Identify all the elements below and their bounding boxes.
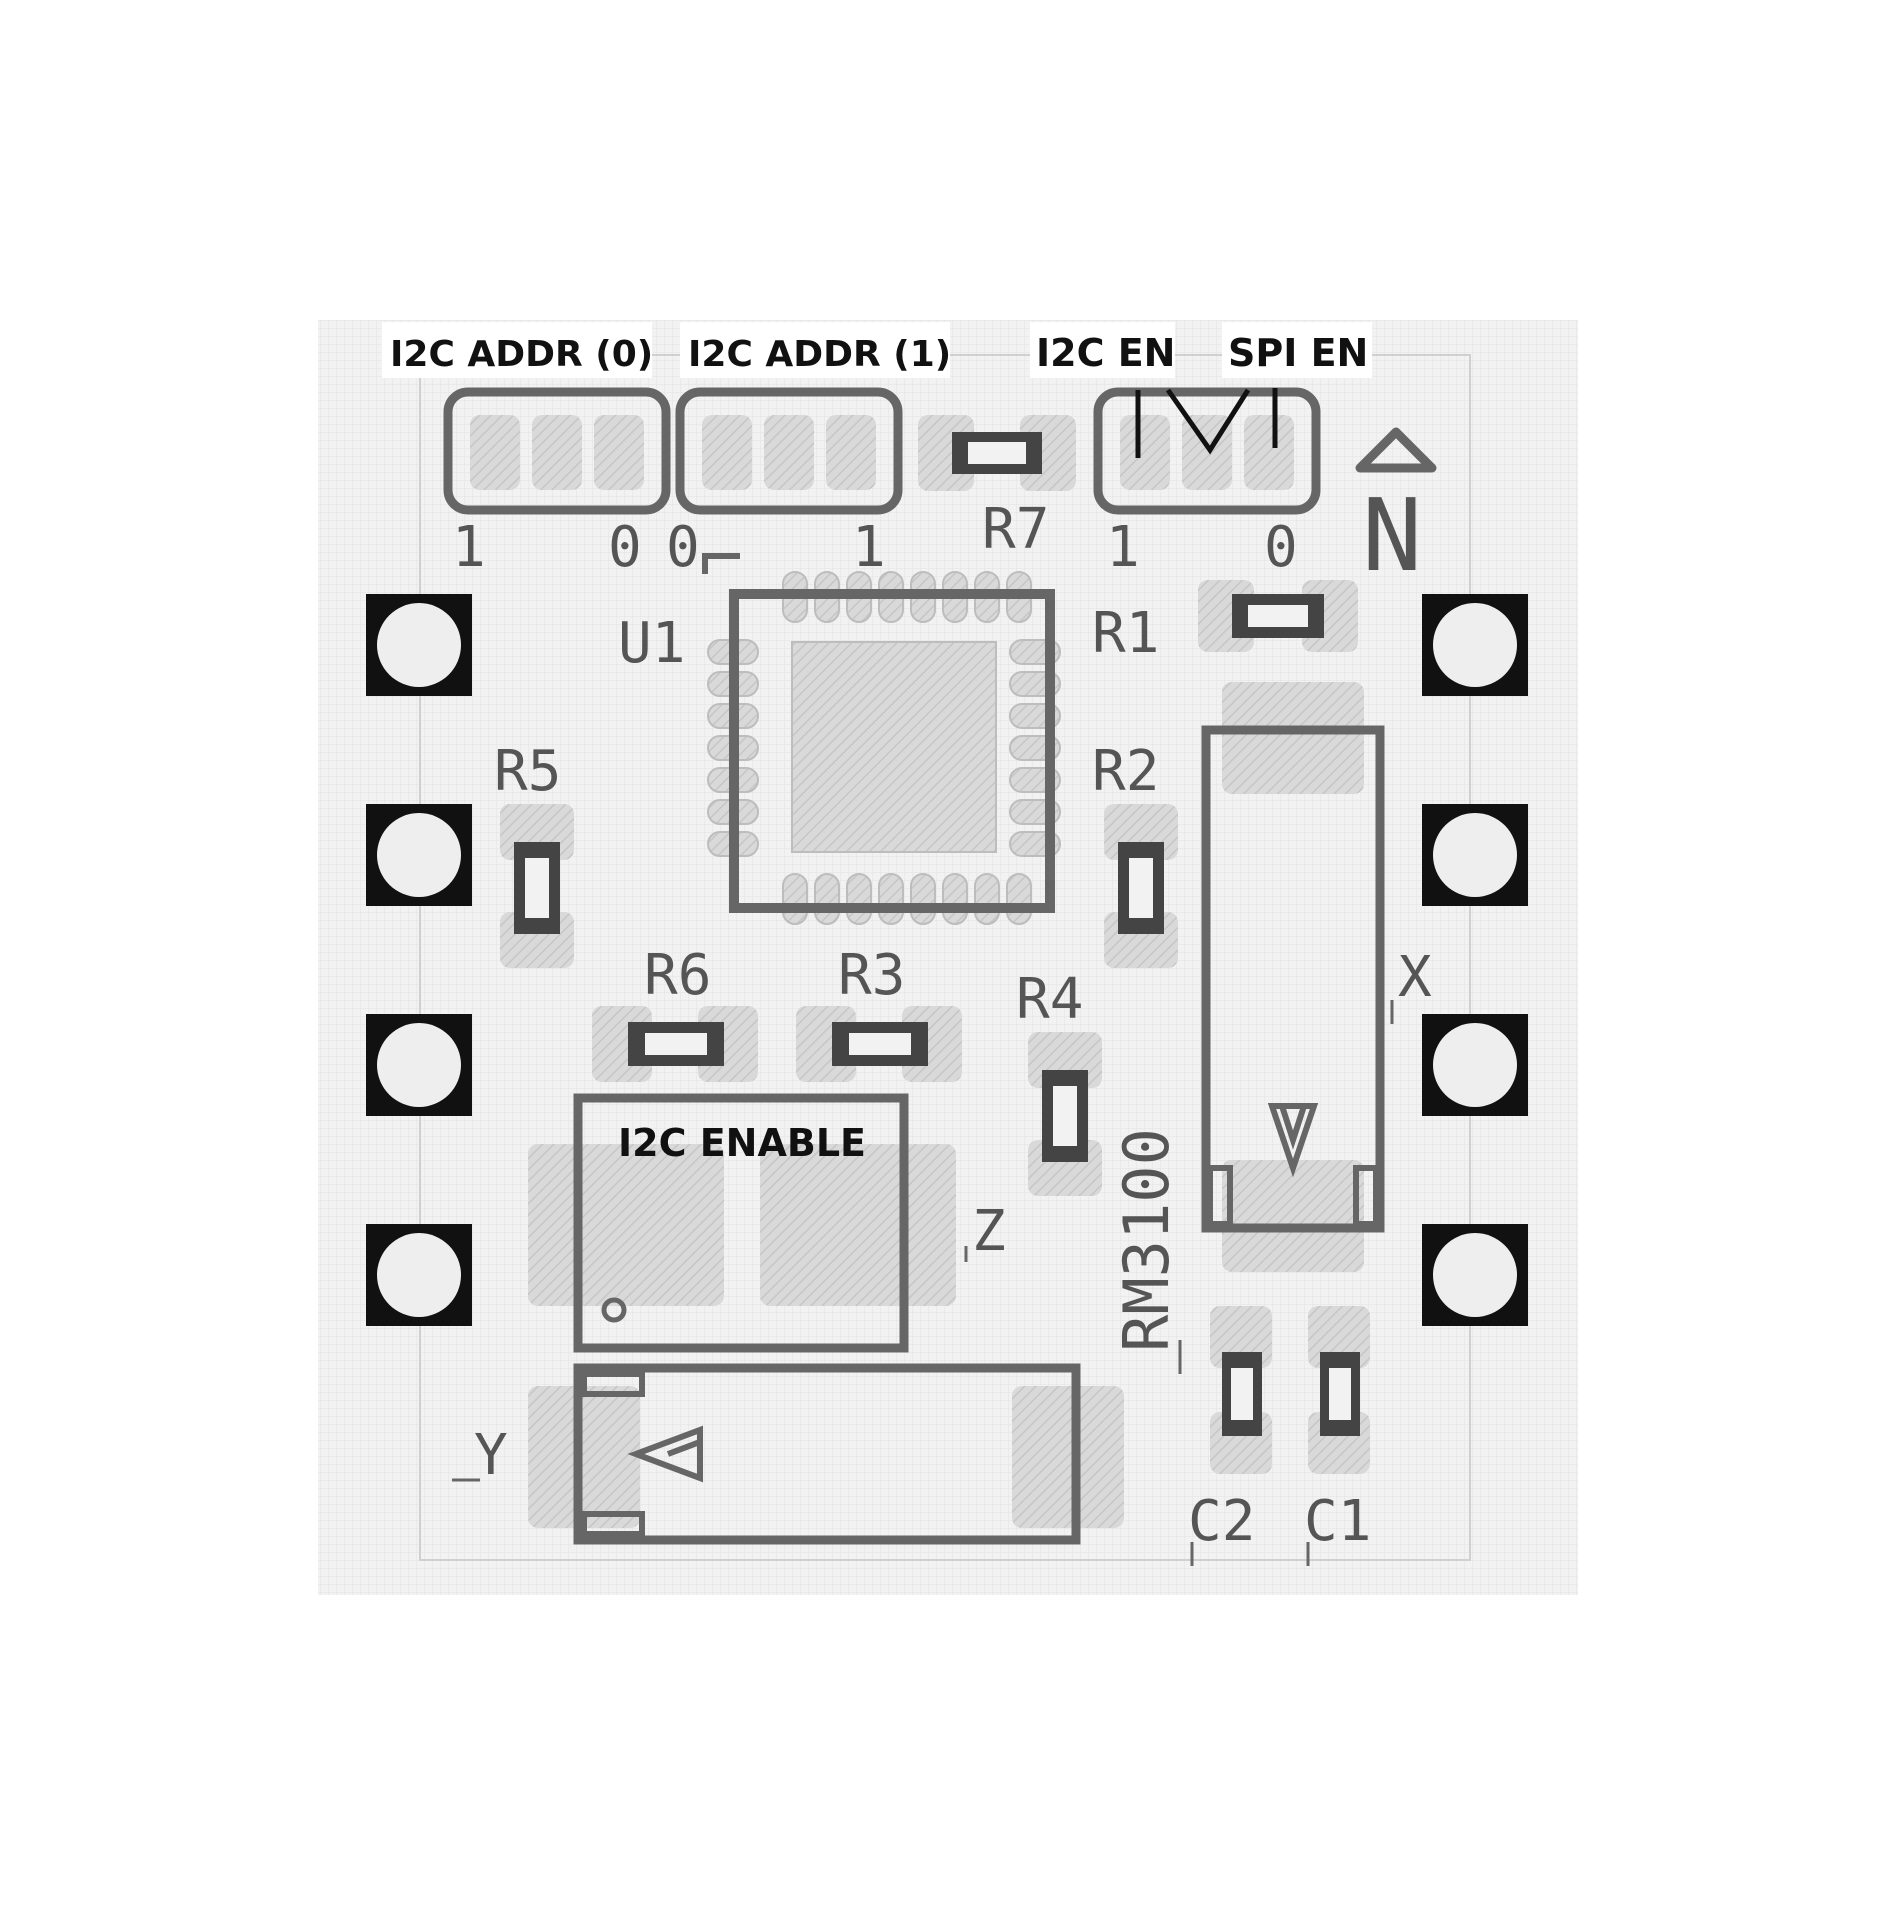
- i2c-addr1-label-bg: [680, 322, 950, 378]
- pin1-marker: [702, 553, 740, 574]
- i2c-en-label: I2C EN: [1036, 331, 1175, 375]
- jumper-addr1: [675, 387, 903, 515]
- addr1-pin1-label: 1: [852, 515, 886, 580]
- en-pin0-label: 0: [1264, 515, 1298, 580]
- resistor-r1: [1198, 580, 1358, 652]
- x-axis-label: X: [1398, 945, 1432, 1010]
- spi-en-label: SPI EN: [1228, 331, 1368, 375]
- resistor-r6: [592, 1006, 758, 1082]
- i2c-enable-label: I2C ENABLE: [618, 1121, 866, 1165]
- capacitor-c1: [1308, 1306, 1370, 1474]
- en-pin1-label: 1: [1106, 515, 1140, 580]
- resistor-r2: [1104, 804, 1178, 968]
- chip-u1: [707, 571, 1061, 925]
- jumper-addr0: [443, 387, 671, 515]
- resistor-r5: [500, 804, 574, 968]
- y-axis-label: Y: [474, 1423, 508, 1488]
- north-arrow-icon: [1355, 427, 1437, 473]
- sensor-y: [528, 1363, 1124, 1545]
- z-axis-label: Z: [972, 1199, 1006, 1264]
- resistor-r4: [1028, 1032, 1102, 1196]
- addr1-pin0-label: 0: [666, 515, 700, 580]
- r4-label: R4: [1016, 967, 1083, 1032]
- c2-label: C2: [1188, 1489, 1255, 1554]
- resistor-r7: [918, 415, 1076, 491]
- r5-label: R5: [494, 739, 561, 804]
- header-pins-right: [1422, 594, 1528, 1326]
- addr0-pin1-label: 1: [452, 515, 486, 580]
- addr0-pin0-label: 0: [608, 515, 642, 580]
- r1-label: R1: [1092, 601, 1159, 666]
- i2c-en-label-bg: [1030, 322, 1175, 378]
- capacitor-c2: [1210, 1306, 1272, 1474]
- sensor-z: [528, 1093, 956, 1353]
- u1-label: U1: [618, 611, 685, 676]
- r2-label: R2: [1092, 739, 1159, 804]
- c1-label: C1: [1304, 1489, 1371, 1554]
- i2c-addr0-label: I2C ADDR (0): [390, 334, 653, 375]
- i2c-addr0-label-bg: [382, 322, 652, 378]
- resistor-r3: [796, 1006, 962, 1082]
- jumper-i2c-spi: [1093, 387, 1321, 515]
- i2c-addr1-label: I2C ADDR (1): [688, 334, 951, 375]
- rm3100-label: RM3100: [1110, 1128, 1183, 1352]
- north-label: N: [1362, 477, 1422, 594]
- r3-label: R3: [838, 943, 905, 1008]
- r7-label: R7: [982, 497, 1049, 562]
- sensor-x: [1201, 682, 1385, 1272]
- r6-label: R6: [644, 943, 711, 1008]
- spi-en-label-bg: [1222, 322, 1372, 378]
- header-pins-left: [366, 594, 472, 1326]
